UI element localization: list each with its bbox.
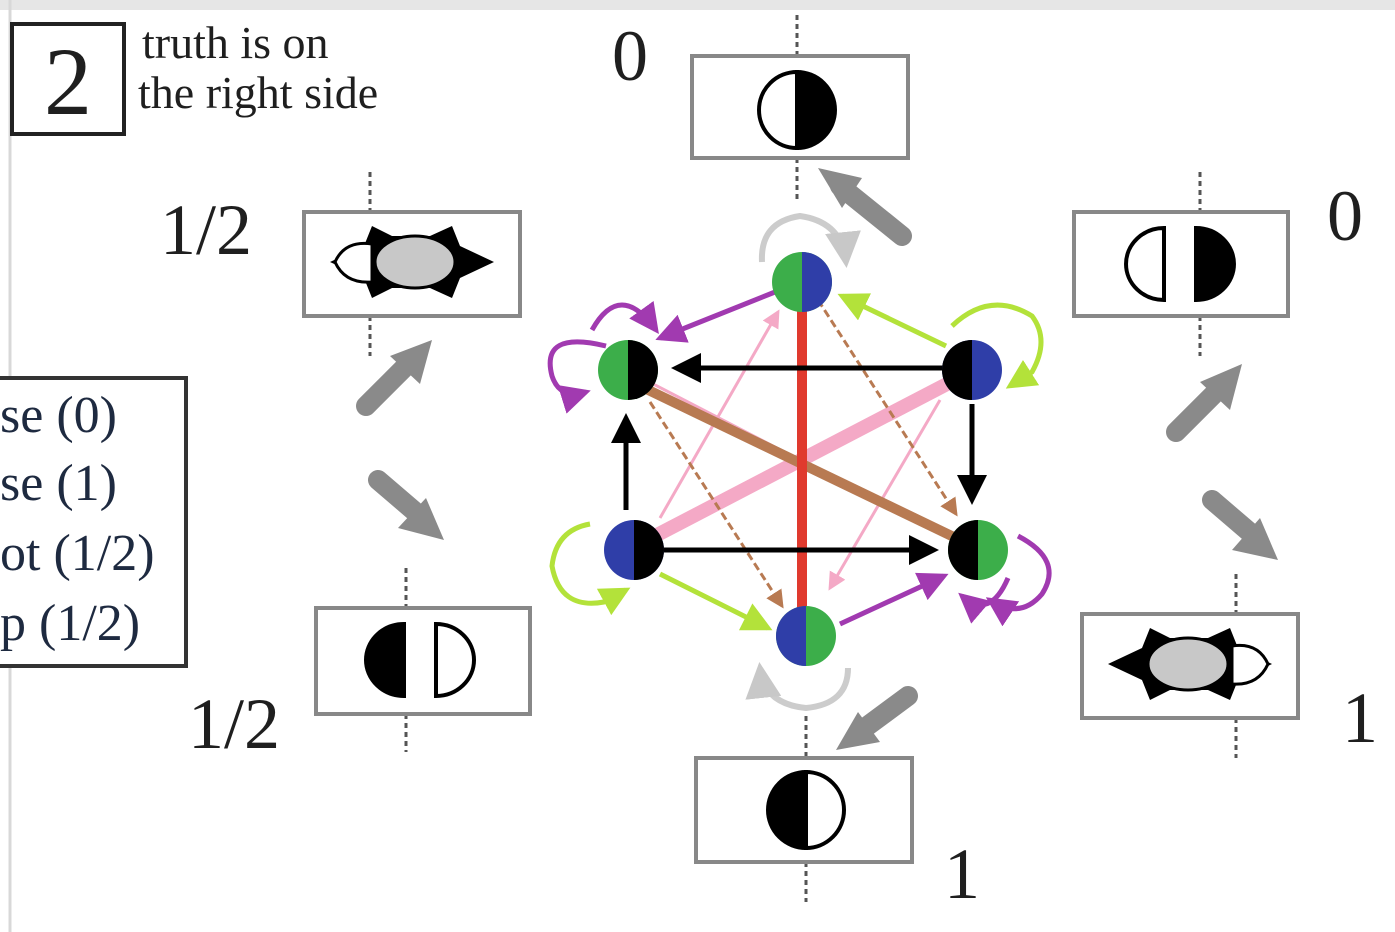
state-lower-left-value: 1/2 <box>188 684 280 764</box>
state-upper-left-value: 1/2 <box>160 190 252 270</box>
overlapping-shell-icon <box>330 226 494 298</box>
brown-edge-dashed <box>648 401 784 609</box>
grey-arrow-upper-right <box>1166 364 1242 442</box>
grey-self-loop <box>758 212 861 268</box>
grey-arrow-top <box>818 168 912 246</box>
lime-self-loop <box>549 521 631 616</box>
panel-title-line1: truth is on <box>142 17 329 68</box>
state-bottom-value: 1 <box>944 834 980 914</box>
lime-edge <box>837 293 948 349</box>
grey-arrow-lower-right-down <box>1202 490 1278 560</box>
half-moon-icon <box>757 69 837 151</box>
grey-arrow-lower-left-down <box>368 470 444 540</box>
state-top-value: 0 <box>612 16 648 96</box>
state-transition-graph <box>547 212 1052 712</box>
legend-item-1: se (1) <box>0 455 117 512</box>
purple-self-loop <box>547 339 607 414</box>
node-lower-left <box>604 520 664 580</box>
state-lower-right: 1 <box>1080 574 1378 758</box>
state-bottom: 1 <box>694 716 980 914</box>
purple-edge <box>838 572 949 627</box>
purple-self-loop <box>985 533 1052 627</box>
top-border <box>0 0 1395 10</box>
grey-transition-arrows <box>356 168 1278 750</box>
purple-edge <box>655 287 781 343</box>
legend-item-2: ot (1/2) <box>0 525 155 582</box>
panel-header: 2 truth is on the right side <box>10 17 378 136</box>
legend-item-0: se (0) <box>0 387 117 444</box>
node-bottom <box>776 606 836 666</box>
lime-self-loop <box>950 302 1044 389</box>
brown-edge-dashed <box>816 299 958 517</box>
half-moon-icon <box>766 769 846 851</box>
state-lower-left-box <box>314 606 532 716</box>
node-top <box>772 252 832 312</box>
legend: se (0) se (1) ot (1/2) p (1/2) <box>0 376 188 668</box>
state-upper-left: 1/2 <box>160 172 522 356</box>
node-lower-right <box>948 520 1008 580</box>
facing-half-circles-icon <box>364 621 476 699</box>
panel-number-box <box>10 22 126 136</box>
state-top: 0 <box>612 15 910 200</box>
split-half-circles-icon <box>1124 225 1236 303</box>
purple-self-loop <box>958 576 1011 624</box>
state-lower-left: 1/2 <box>188 568 532 764</box>
state-lower-right-value: 1 <box>1342 678 1378 758</box>
grey-arrow-bottom <box>836 686 918 750</box>
panel-number: 2 <box>44 28 92 135</box>
panel-title-line2: the right side <box>138 67 378 118</box>
grey-self-loop <box>745 662 851 712</box>
lime-edge <box>658 571 773 631</box>
state-upper-right-value: 0 <box>1327 176 1363 256</box>
node-upper-right <box>942 340 1002 400</box>
state-upper-right: 0 <box>1072 172 1363 356</box>
purple-self-loop <box>589 300 659 335</box>
pink-edge <box>658 309 780 519</box>
overlapping-shell-icon <box>1108 628 1272 700</box>
grey-arrow-upper-left <box>356 340 432 416</box>
legend-box <box>0 376 188 668</box>
node-upper-left <box>598 340 658 400</box>
state-upper-right-box <box>1072 210 1290 318</box>
legend-item-3: p (1/2) <box>0 595 140 652</box>
pink-edge <box>828 399 942 591</box>
